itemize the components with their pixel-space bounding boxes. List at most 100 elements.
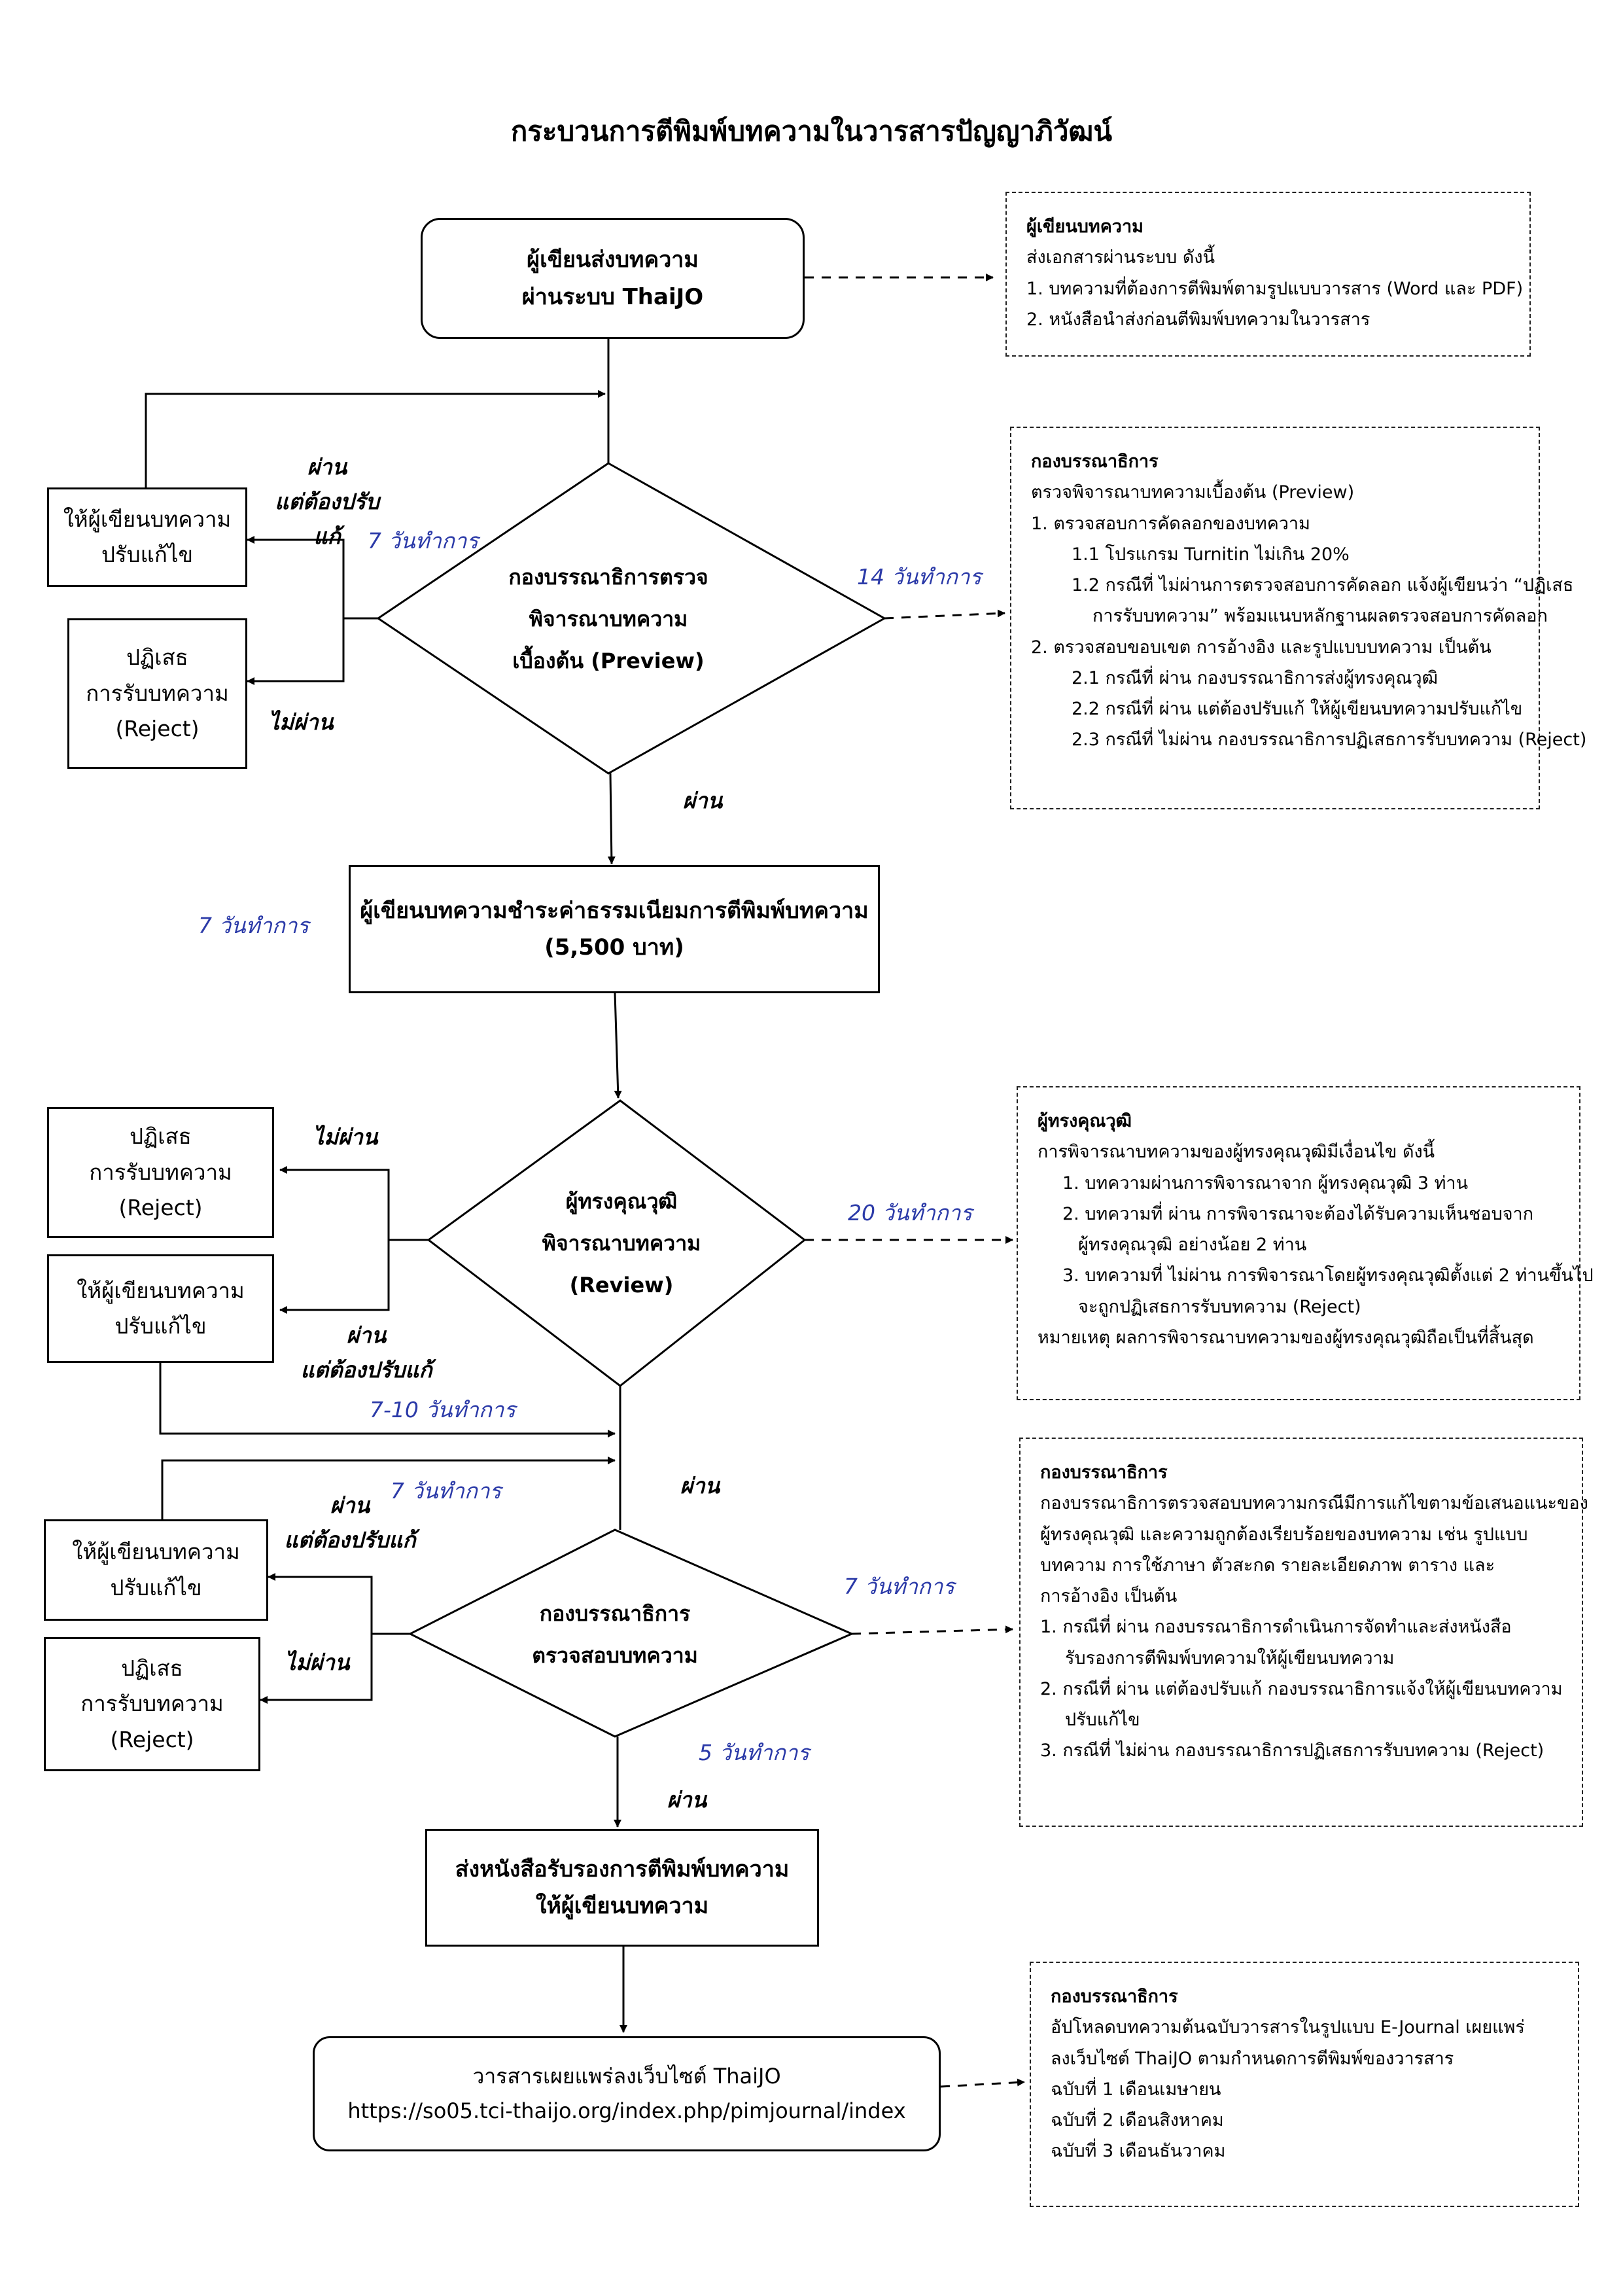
reject3-line-2: การรับบทความ bbox=[80, 1691, 224, 1717]
reject3-line-1: ปฏิเสธ bbox=[121, 1655, 183, 1681]
duration-revise3: 7 วันทำการ bbox=[391, 1478, 502, 1504]
note-preview-line: 2.2 กรณีที่ ผ่าน แต่ต้องปรับแก้ ให้ผู้เข… bbox=[1072, 699, 1523, 719]
note-author-heading: ผู้เขียนบทความ bbox=[1026, 217, 1143, 237]
check-line-1: กองบรรณาธิการ bbox=[539, 1600, 691, 1626]
revise3-node: ให้ผู้เขียนบทความ ปรับแก้ไข bbox=[44, 1519, 268, 1621]
note-review-line: ผู้ทรงคุณวุฒิ อย่างน้อย 2 ท่าน bbox=[1078, 1235, 1307, 1255]
acceptance-line-2: ให้ผู้เขียนบทความ bbox=[535, 1893, 709, 1919]
page-title: กระบวนการตีพิมพ์บทความในวารสารปัญญาภิวัฒ… bbox=[510, 115, 1113, 147]
note-check-line: กองบรรณาธิการตรวจสอบบทความกรณีมีการแก้ไข… bbox=[1040, 1493, 1588, 1514]
note-publish-line: ลงเว็บไซต์ ThaiJO ตามกำหนดการตีพิมพ์ของว… bbox=[1051, 2048, 1454, 2069]
reject1-line-1: ปฏิเสธ bbox=[126, 645, 188, 671]
payment-node: ผู้เขียนบทความชำระค่าธรรมเนียมการตีพิมพ์… bbox=[349, 865, 880, 993]
note-check-line: รับรองการตีพิมพ์บทความให้ผู้เขียนบทความ bbox=[1065, 1648, 1395, 1669]
revise1-line-1: ให้ผู้เขียนบทความ bbox=[63, 506, 232, 532]
label-pass-3: ผ่าน bbox=[667, 1787, 707, 1812]
note-publish-heading: กองบรรณาธิการ bbox=[1051, 1987, 1178, 2007]
note-check-line: ผู้ทรงคุณวุฒิ และความถูกต้องเรียบร้อยของ… bbox=[1040, 1524, 1528, 1545]
label-pass-revise-2-a: ผ่าน bbox=[346, 1322, 387, 1348]
reject1-line-3: (Reject) bbox=[115, 716, 200, 742]
note-publish-line: ฉบับที่ 3 เดือนธันวาคม bbox=[1051, 2141, 1226, 2162]
revise3-line-2: ปรับแก้ไข bbox=[110, 1574, 202, 1600]
acceptance-node: ส่งหนังสือรับรองการตีพิมพ์บทความ ให้ผู้เ… bbox=[425, 1829, 819, 1947]
note-author-line: 2. หนังสือนำส่งก่อนตีพิมพ์บทความในวารสาร bbox=[1026, 309, 1370, 330]
reject3-line-3: (Reject) bbox=[110, 1726, 194, 1752]
reject1-line-2: การรับบทความ bbox=[86, 680, 229, 706]
note-check-line: 2. กรณีที่ ผ่าน แต่ต้องปรับแก้ กองบรรณาธ… bbox=[1040, 1678, 1563, 1699]
note-review-line: จะถูกปฏิเสธการรับบทความ (Reject) bbox=[1078, 1296, 1361, 1317]
note-preview-line: 1.2 กรณีที่ ไม่ผ่านการตรวจสอบการคัดลอก แ… bbox=[1072, 575, 1574, 595]
submit-line-1: ผู้เขียนส่งบทความ bbox=[527, 247, 699, 274]
note-preview: กองบรรณาธิการ ตรวจพิจารณาบทความเบื้องต้น… bbox=[1010, 427, 1587, 809]
preview-line-1: กองบรรณาธิการตรวจ bbox=[508, 564, 708, 590]
label-pass-revise-3-b: แต่ต้องปรับแก้ bbox=[284, 1527, 416, 1553]
payment-line-1: ผู้เขียนบทความชำระค่าธรรมเนียมการตีพิมพ์… bbox=[360, 897, 869, 924]
submit-line-2: ผ่านระบบ ThaiJO bbox=[521, 283, 704, 310]
note-preview-line: 2. ตรวจสอบขอบเขต การอ้างอิง และรูปแบบบทค… bbox=[1031, 637, 1492, 658]
check-diamond bbox=[408, 1528, 854, 1738]
note-review-line: หมายเหตุ ผลการพิจารณาบทความของผู้ทรงคุณว… bbox=[1038, 1327, 1534, 1348]
label-fail-2: ไม่ผ่าน bbox=[313, 1124, 378, 1150]
note-check-line: 3. กรณีที่ ไม่ผ่าน กองบรรณาธิการปฏิเสธกา… bbox=[1040, 1740, 1544, 1761]
preview-label: กองบรรณาธิการตรวจ พิจารณาบทความ เบื้องต้… bbox=[458, 529, 759, 709]
check-label: กองบรรณาธิการ ตรวจสอบบทความ bbox=[478, 1583, 752, 1685]
note-check: กองบรรณาธิการ กองบรรณาธิการตรวจสอบบทความ… bbox=[1019, 1438, 1588, 1827]
note-preview-line: การรับบทความ” พร้อมแนบหลักฐานผลตรวจสอบกา… bbox=[1092, 606, 1548, 627]
note-review-line: 3. บทความที่ ไม่ผ่าน การพิจารณาโดยผู้ทรง… bbox=[1062, 1265, 1594, 1286]
revise3-line-1: ให้ผู้เขียนบทความ bbox=[72, 1539, 240, 1565]
note-author-line: ส่งเอกสารผ่านระบบ ดังนี้ bbox=[1026, 247, 1215, 268]
note-review-line: การพิจารณาบทความของผู้ทรงคุณวุฒิมีเงื่อน… bbox=[1038, 1142, 1435, 1163]
label-pass-revise-2-b: แต่ต้องปรับแก้ bbox=[300, 1356, 432, 1383]
label-pass-revise-2: ผ่าน แต่ต้องปรับแก้ bbox=[294, 1318, 438, 1388]
note-review: ผู้ทรงคุณวุฒิ การพิจารณาบทความของผู้ทรงค… bbox=[1017, 1086, 1594, 1400]
note-check-line: การอ้างอิง เป็นต้น bbox=[1040, 1586, 1178, 1606]
duration-revise2: 7-10 วันทำการ bbox=[370, 1397, 515, 1422]
note-preview-line: 2.1 กรณีที่ ผ่าน กองบรรณาธิการส่งผู้ทรงค… bbox=[1072, 667, 1439, 688]
revise1-node: ให้ผู้เขียนบทความ ปรับแก้ไข bbox=[47, 487, 247, 587]
note-check-heading: กองบรรณาธิการ bbox=[1040, 1462, 1168, 1483]
revise2-line-1: ให้ผู้เขียนบทความ bbox=[77, 1277, 245, 1303]
reject2-line-1: ปฏิเสธ bbox=[130, 1123, 192, 1150]
publish-node: วารสารเผยแพร่ลงเว็บไซต์ ThaiJO https://s… bbox=[313, 2036, 941, 2151]
note-review-heading: ผู้ทรงคุณวุฒิ bbox=[1038, 1111, 1132, 1131]
payment-line-2: (5,500 บาท) bbox=[544, 934, 684, 961]
publish-link[interactable]: https://so05.tci-thaijo.org/index.php/pi… bbox=[347, 2098, 906, 2123]
note-publish: กองบรรณาธิการ อัปโหลดบทความต้นฉบับวารสาร… bbox=[1030, 1962, 1579, 2207]
label-pass-revise-1: ผ่าน แต่ต้องปรับแก้ bbox=[262, 450, 393, 554]
note-publish-line: ฉบับที่ 2 เดือนสิงหาคม bbox=[1051, 2110, 1224, 2130]
label-fail-3: ไม่ผ่าน bbox=[285, 1650, 350, 1675]
review-line-2: พิจารณาบทความ bbox=[542, 1231, 701, 1256]
note-publish-line: อัปโหลดบทความต้นฉบับวารสารในรูปแบบ E-Jou… bbox=[1051, 2017, 1525, 2038]
submit-node: ผู้เขียนส่งบทความ ผ่านระบบ ThaiJO bbox=[421, 218, 805, 339]
duration-revise1: 7 วันทำการ bbox=[368, 528, 479, 554]
label-pass-1: ผ่าน bbox=[682, 788, 723, 813]
review-line-3: (Review) bbox=[569, 1273, 674, 1298]
label-pass-revise-3-a: ผ่าน bbox=[330, 1492, 370, 1518]
acceptance-line-1: ส่งหนังสือรับรองการตีพิมพ์บทความ bbox=[455, 1856, 790, 1882]
duration-preview: 14 วันทำการ bbox=[857, 564, 982, 590]
reject2-node: ปฏิเสธ การรับบทความ (Reject) bbox=[47, 1107, 274, 1238]
label-pass-revise-3: ผ่าน แต่ต้องปรับแก้ bbox=[278, 1489, 422, 1558]
check-line-2: ตรวจสอบบทความ bbox=[532, 1642, 698, 1668]
note-author: ผู้เขียนบทความ ส่งเอกสารผ่านระบบ ดังนี้ … bbox=[1005, 192, 1531, 357]
note-preview-line: ตรวจพิจารณาบทความเบื้องต้น (Preview) bbox=[1031, 482, 1355, 503]
note-author-line: 1. บทความที่ต้องการตีพิมพ์ตามรูปแบบวารสา… bbox=[1026, 278, 1524, 299]
revise2-line-2: ปรับแก้ไข bbox=[114, 1313, 207, 1339]
note-preview-line: 1.1 โปรแกรม Turnitin ไม่เกิน 20% bbox=[1072, 544, 1350, 565]
label-pass-revise-1-b: แต่ต้องปรับแก้ bbox=[275, 488, 379, 549]
preview-line-2: พิจารณาบทความ bbox=[529, 606, 688, 631]
note-preview-line: 2.3 กรณีที่ ไม่ผ่าน กองบรรณาธิการปฏิเสธก… bbox=[1072, 730, 1587, 751]
duration-review: 20 วันทำการ bbox=[848, 1200, 973, 1226]
duration-check: 7 วันทำการ bbox=[844, 1574, 955, 1599]
note-preview-heading: กองบรรณาธิการ bbox=[1031, 451, 1159, 472]
preview-diamond bbox=[376, 462, 887, 775]
revise2-node: ให้ผู้เขียนบทความ ปรับแก้ไข bbox=[47, 1254, 274, 1363]
reject2-line-2: การรับบทความ bbox=[89, 1159, 232, 1185]
label-fail-1: ไม่ผ่าน bbox=[268, 709, 334, 735]
review-line-1: ผู้ทรงคุณวุฒิ bbox=[565, 1189, 678, 1214]
duration-accept: 5 วันทำการ bbox=[699, 1740, 810, 1765]
note-review-line: 1. บทความผ่านการพิจารณาจาก ผู้ทรงคุณวุฒิ… bbox=[1062, 1173, 1469, 1193]
note-check-line: บทความ การใช้ภาษา ตัวสะกด รายละเอียดภาพ … bbox=[1040, 1555, 1495, 1576]
